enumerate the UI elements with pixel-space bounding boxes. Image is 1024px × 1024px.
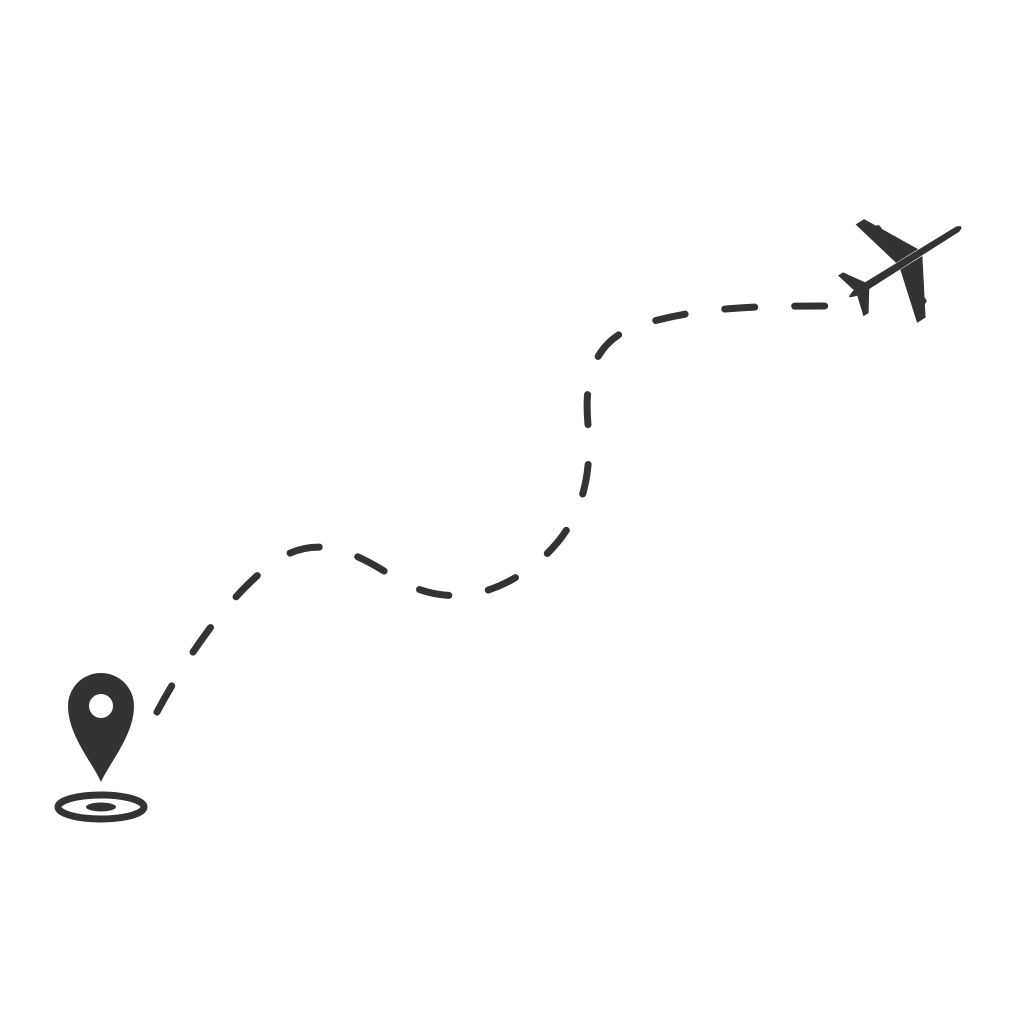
airplane-tail-icon: [856, 287, 870, 317]
dashed-route-path: [153, 302, 834, 716]
pin-ground-ring-icon: [54, 791, 148, 823]
map-pin-icon: [54, 673, 148, 823]
airplane-engine-icon: [884, 236, 899, 249]
airplane-icon: [838, 219, 962, 323]
airplane-fuselage-icon: [849, 226, 962, 298]
pin-hole-icon: [89, 694, 113, 718]
pin-marker-icon: [68, 673, 134, 782]
pin-ground-dot-icon: [86, 802, 116, 812]
airplane-tail-icon: [838, 272, 867, 292]
airplane-engine-icon: [912, 296, 927, 309]
airplane-engine-icon: [868, 225, 883, 238]
airplane-engine-icon: [909, 276, 924, 289]
